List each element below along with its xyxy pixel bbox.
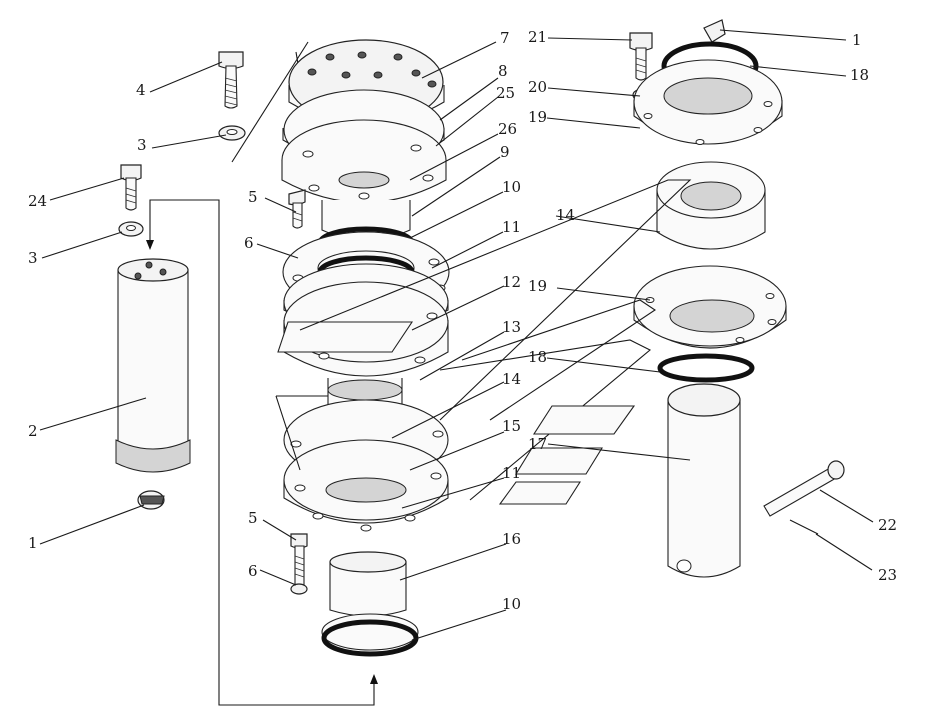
label-7: 7 — [500, 29, 510, 47]
pin-17 — [667, 383, 741, 578]
washer-3-bottom — [118, 221, 144, 237]
cotter-23 — [789, 519, 819, 535]
label-3-bottom: 3 — [28, 249, 38, 267]
label-5-top: 5 — [248, 188, 258, 206]
seal-10-bottom — [321, 613, 419, 657]
label-14-right: 14 — [556, 206, 575, 224]
label-12: 12 — [502, 273, 521, 291]
grease-nipple-1-right — [703, 19, 726, 43]
part-labels: 1 1 2 3 3 4 5 5 6 6 7 8 9 10 10 11 11 12… — [28, 28, 897, 613]
flange-15 — [283, 439, 449, 532]
label-5-bottom: 5 — [248, 509, 258, 527]
grease-nipple-1-left — [137, 490, 165, 510]
label-23: 23 — [878, 566, 897, 584]
label-19-bottom: 19 — [528, 277, 547, 295]
label-8: 8 — [498, 62, 508, 80]
label-10-bottom: 10 — [502, 595, 521, 613]
label-18-top: 18 — [850, 66, 869, 84]
label-6-bottom: 6 — [248, 562, 258, 580]
label-2: 2 — [28, 422, 38, 440]
label-21: 21 — [528, 28, 547, 46]
bolt-21 — [629, 32, 653, 81]
washer-3-top — [218, 125, 246, 141]
label-4: 4 — [136, 81, 146, 99]
label-18-bottom: 18 — [528, 348, 547, 366]
label-14-center: 14 — [502, 370, 521, 388]
bolt-5-top — [288, 189, 306, 229]
label-1-right: 1 — [852, 31, 862, 49]
label-10-top: 10 — [502, 178, 521, 196]
nut-6-bottom — [290, 583, 308, 595]
leader-lines — [39, 29, 874, 641]
bolt-24 — [120, 164, 142, 211]
label-13: 13 — [502, 318, 521, 336]
label-6-top: 6 — [244, 234, 254, 252]
flange-19-top — [633, 59, 783, 145]
label-15: 15 — [502, 417, 521, 435]
cylinder-2 — [115, 258, 191, 473]
label-22: 22 — [878, 516, 897, 534]
label-20: 20 — [528, 78, 547, 96]
bushing-14-right — [656, 161, 766, 250]
label-11-top: 11 — [502, 218, 521, 236]
label-26: 26 — [498, 120, 517, 138]
label-24: 24 — [28, 192, 47, 210]
bolt-5-bottom — [290, 533, 308, 589]
label-25: 25 — [496, 84, 515, 102]
label-17: 17 — [528, 435, 547, 453]
bushing-16 — [329, 551, 407, 617]
flange-19-bottom — [633, 265, 787, 349]
seal-18-bottom — [657, 353, 755, 383]
label-9: 9 — [500, 143, 510, 161]
pin-22 — [763, 460, 845, 517]
label-11-bottom: 11 — [502, 464, 521, 482]
flange-25 — [281, 119, 447, 204]
label-16: 16 — [502, 530, 521, 548]
label-1-left: 1 — [28, 534, 38, 552]
label-3-top: 3 — [137, 136, 147, 154]
label-19-top: 19 — [528, 108, 547, 126]
bolt-4 — [218, 51, 244, 109]
